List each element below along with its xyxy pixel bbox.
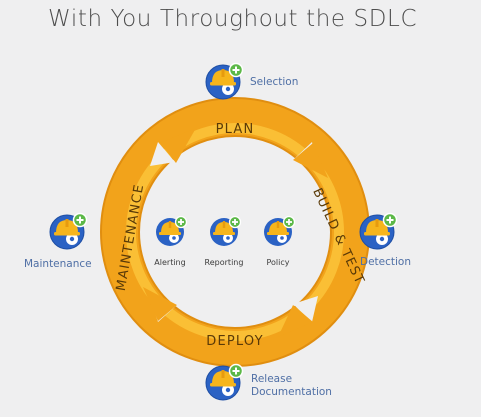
release-label-line2: Documentation <box>251 386 332 398</box>
reporting-label: Reporting <box>204 258 244 267</box>
selection-label: Selection <box>250 76 299 88</box>
ring-label-plan: PLAN <box>216 122 255 137</box>
release-documentation-icon[interactable] <box>205 363 244 401</box>
detection-label: Detection <box>360 256 412 268</box>
sdlc-ring <box>100 97 370 367</box>
maintenance-icon[interactable] <box>49 212 88 250</box>
alerting-icon[interactable] <box>155 215 188 247</box>
alerting-label: Alerting <box>154 258 186 267</box>
page-title: With You Throughout the SDLC <box>48 6 418 32</box>
selection-icon[interactable] <box>205 62 244 100</box>
ring-label-deploy: DEPLOY <box>206 334 264 349</box>
policy-icon[interactable] <box>263 215 296 247</box>
policy-label: Policy <box>266 258 290 267</box>
reporting-icon[interactable] <box>209 215 242 247</box>
maintenance-label: Maintenance <box>24 258 92 270</box>
release-label-line1: Release <box>251 373 293 385</box>
